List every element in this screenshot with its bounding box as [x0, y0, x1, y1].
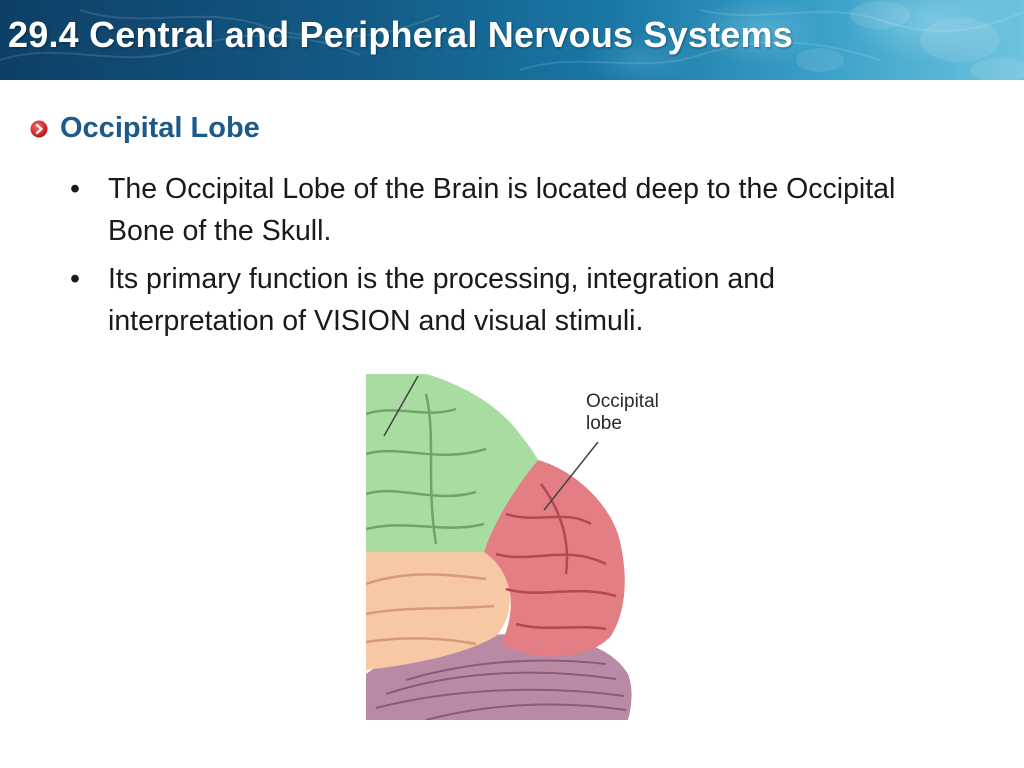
temporal-region	[366, 552, 510, 670]
section-title: Occipital Lobe	[60, 112, 260, 144]
bullet-text: Its primary function is the processing, …	[108, 263, 775, 337]
bullet-dot: •	[70, 173, 80, 205]
parietal-region	[366, 374, 538, 552]
section-heading: Occipital Lobe	[30, 112, 260, 145]
page-title: 29.4 Central and Peripheral Nervous Syst…	[8, 14, 793, 55]
bullet-dot: •	[70, 263, 80, 295]
header-texture	[0, 1, 1024, 80]
occipital-lobe-label: Occipital lobe	[586, 391, 706, 435]
occipital-region	[484, 460, 625, 657]
bullet-list: • The Occipital Lobe of the Brain is loc…	[68, 168, 948, 348]
bullet-text: The Occipital Lobe of the Brain is locat…	[108, 173, 896, 247]
label-line: lobe	[586, 413, 622, 434]
bullet-item: • The Occipital Lobe of the Brain is loc…	[68, 168, 948, 252]
header-bar: 29.4 Central and Peripheral Nervous Syst…	[0, 0, 1024, 80]
red-circle-arrow-icon	[30, 120, 48, 137]
bullet-item: • Its primary function is the processing…	[68, 258, 948, 342]
label-line: Occipital	[586, 391, 659, 412]
brain-illustration	[366, 374, 696, 720]
